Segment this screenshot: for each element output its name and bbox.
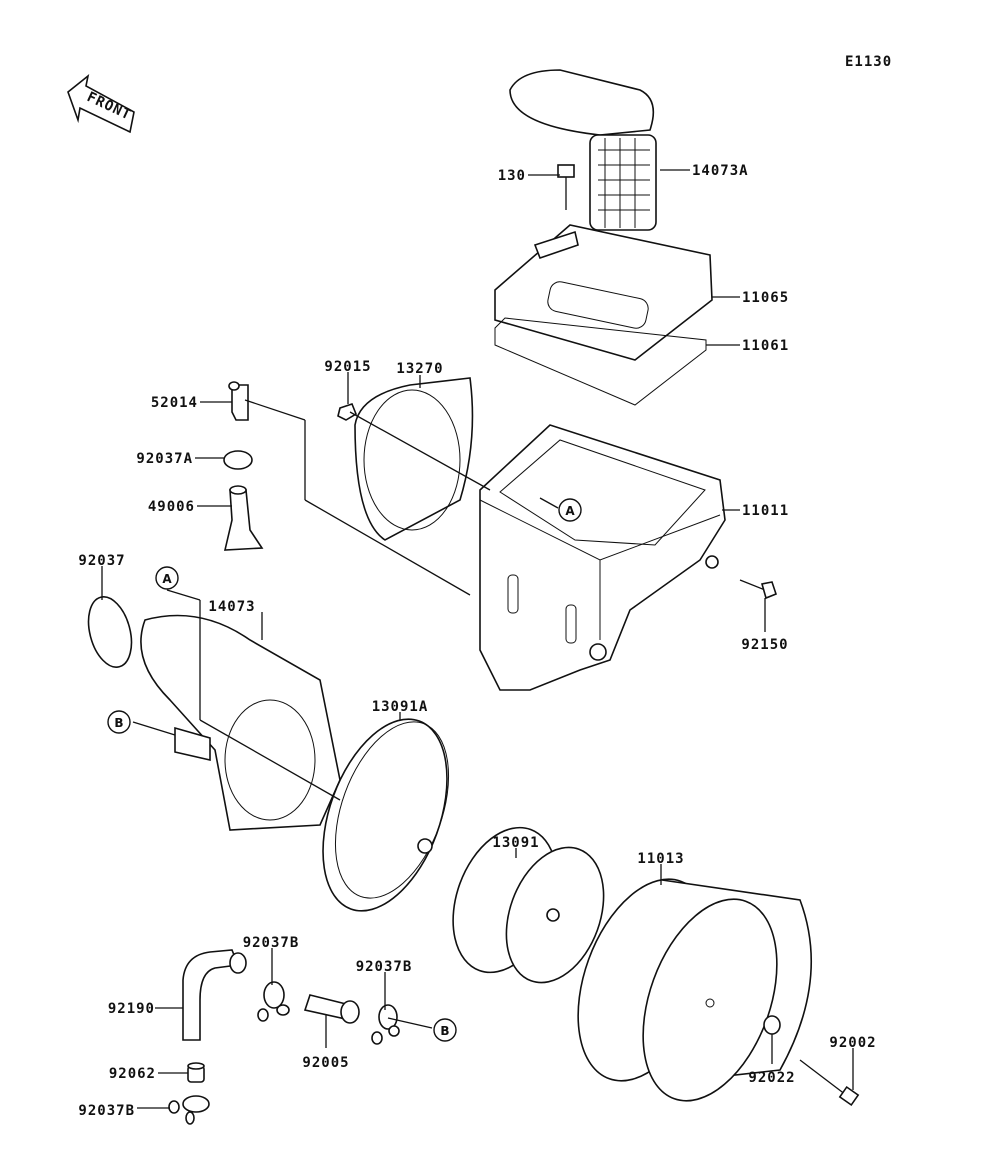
svg-text:A: A <box>162 572 172 586</box>
label-92015: 92015 <box>324 359 371 375</box>
ref-circle-a-1: A <box>155 566 179 590</box>
label-92190: 92190 <box>108 1001 155 1017</box>
label-13270: 13270 <box>396 361 443 377</box>
label-92022: 92022 <box>748 1070 795 1086</box>
label-92037B-3: 92037B <box>78 1103 135 1119</box>
bolt-130 <box>557 164 575 210</box>
hose-92190 <box>182 949 240 1041</box>
clamp-92037B-2 <box>371 1004 400 1045</box>
label-14073: 14073 <box>208 599 255 615</box>
label-13091A: 13091A <box>372 699 429 715</box>
cover-13091A <box>322 718 450 912</box>
hose-49006 <box>223 489 264 551</box>
svg-text:B: B <box>440 1024 449 1038</box>
label-92037B-2: 92037B <box>356 959 413 975</box>
label-130: 130 <box>498 168 526 184</box>
label-92062: 92062 <box>109 1066 156 1082</box>
frame-13091 <box>452 826 605 984</box>
label-11065: 11065 <box>742 290 789 306</box>
duct-14073 <box>140 614 341 831</box>
label-13091: 13091 <box>492 835 539 851</box>
cap-92062 <box>187 1062 205 1083</box>
bolt-92002 <box>799 1059 860 1107</box>
label-92037A: 92037A <box>136 451 193 467</box>
clamp-92037B-3 <box>168 1095 210 1125</box>
svg-text:B: B <box>114 716 123 730</box>
ref-circle-b-2: B <box>433 1018 457 1042</box>
label-92002: 92002 <box>829 1035 876 1051</box>
intake-cover-14073A <box>509 69 657 231</box>
label-14073A: 14073A <box>692 163 749 179</box>
label-11061: 11061 <box>742 338 789 354</box>
filter-11013 <box>577 878 813 1102</box>
plate-11065 <box>494 224 713 361</box>
air-box-11011 <box>479 424 726 691</box>
label-11011: 11011 <box>742 503 789 519</box>
label-52014: 52014 <box>151 395 198 411</box>
ref-circle-b-1: B <box>107 710 131 734</box>
bolt-92150 <box>739 579 777 600</box>
gasket-13270 <box>354 377 474 541</box>
svg-text:A: A <box>565 504 575 518</box>
fitting-52014 <box>231 384 249 421</box>
label-92150: 92150 <box>741 637 788 653</box>
pipe-92005 <box>303 994 360 1024</box>
washer-92022 <box>763 1015 781 1035</box>
front-arrow-icon: FRONT <box>67 74 135 134</box>
label-92005: 92005 <box>302 1055 349 1071</box>
ref-circle-a-2: A <box>558 498 582 522</box>
leader-lines <box>101 169 854 1109</box>
label-11013: 11013 <box>637 851 684 867</box>
clamp-92037B-1 <box>257 981 290 1022</box>
clamp-92037A <box>223 450 253 470</box>
diagram-code: E1130 <box>845 54 892 70</box>
nut-92015 <box>337 403 357 421</box>
label-92037: 92037 <box>78 553 125 569</box>
gasket-11061 <box>494 317 707 406</box>
label-92037B-1: 92037B <box>243 935 300 951</box>
label-49006: 49006 <box>148 499 195 515</box>
clamp-92037 <box>87 596 133 668</box>
